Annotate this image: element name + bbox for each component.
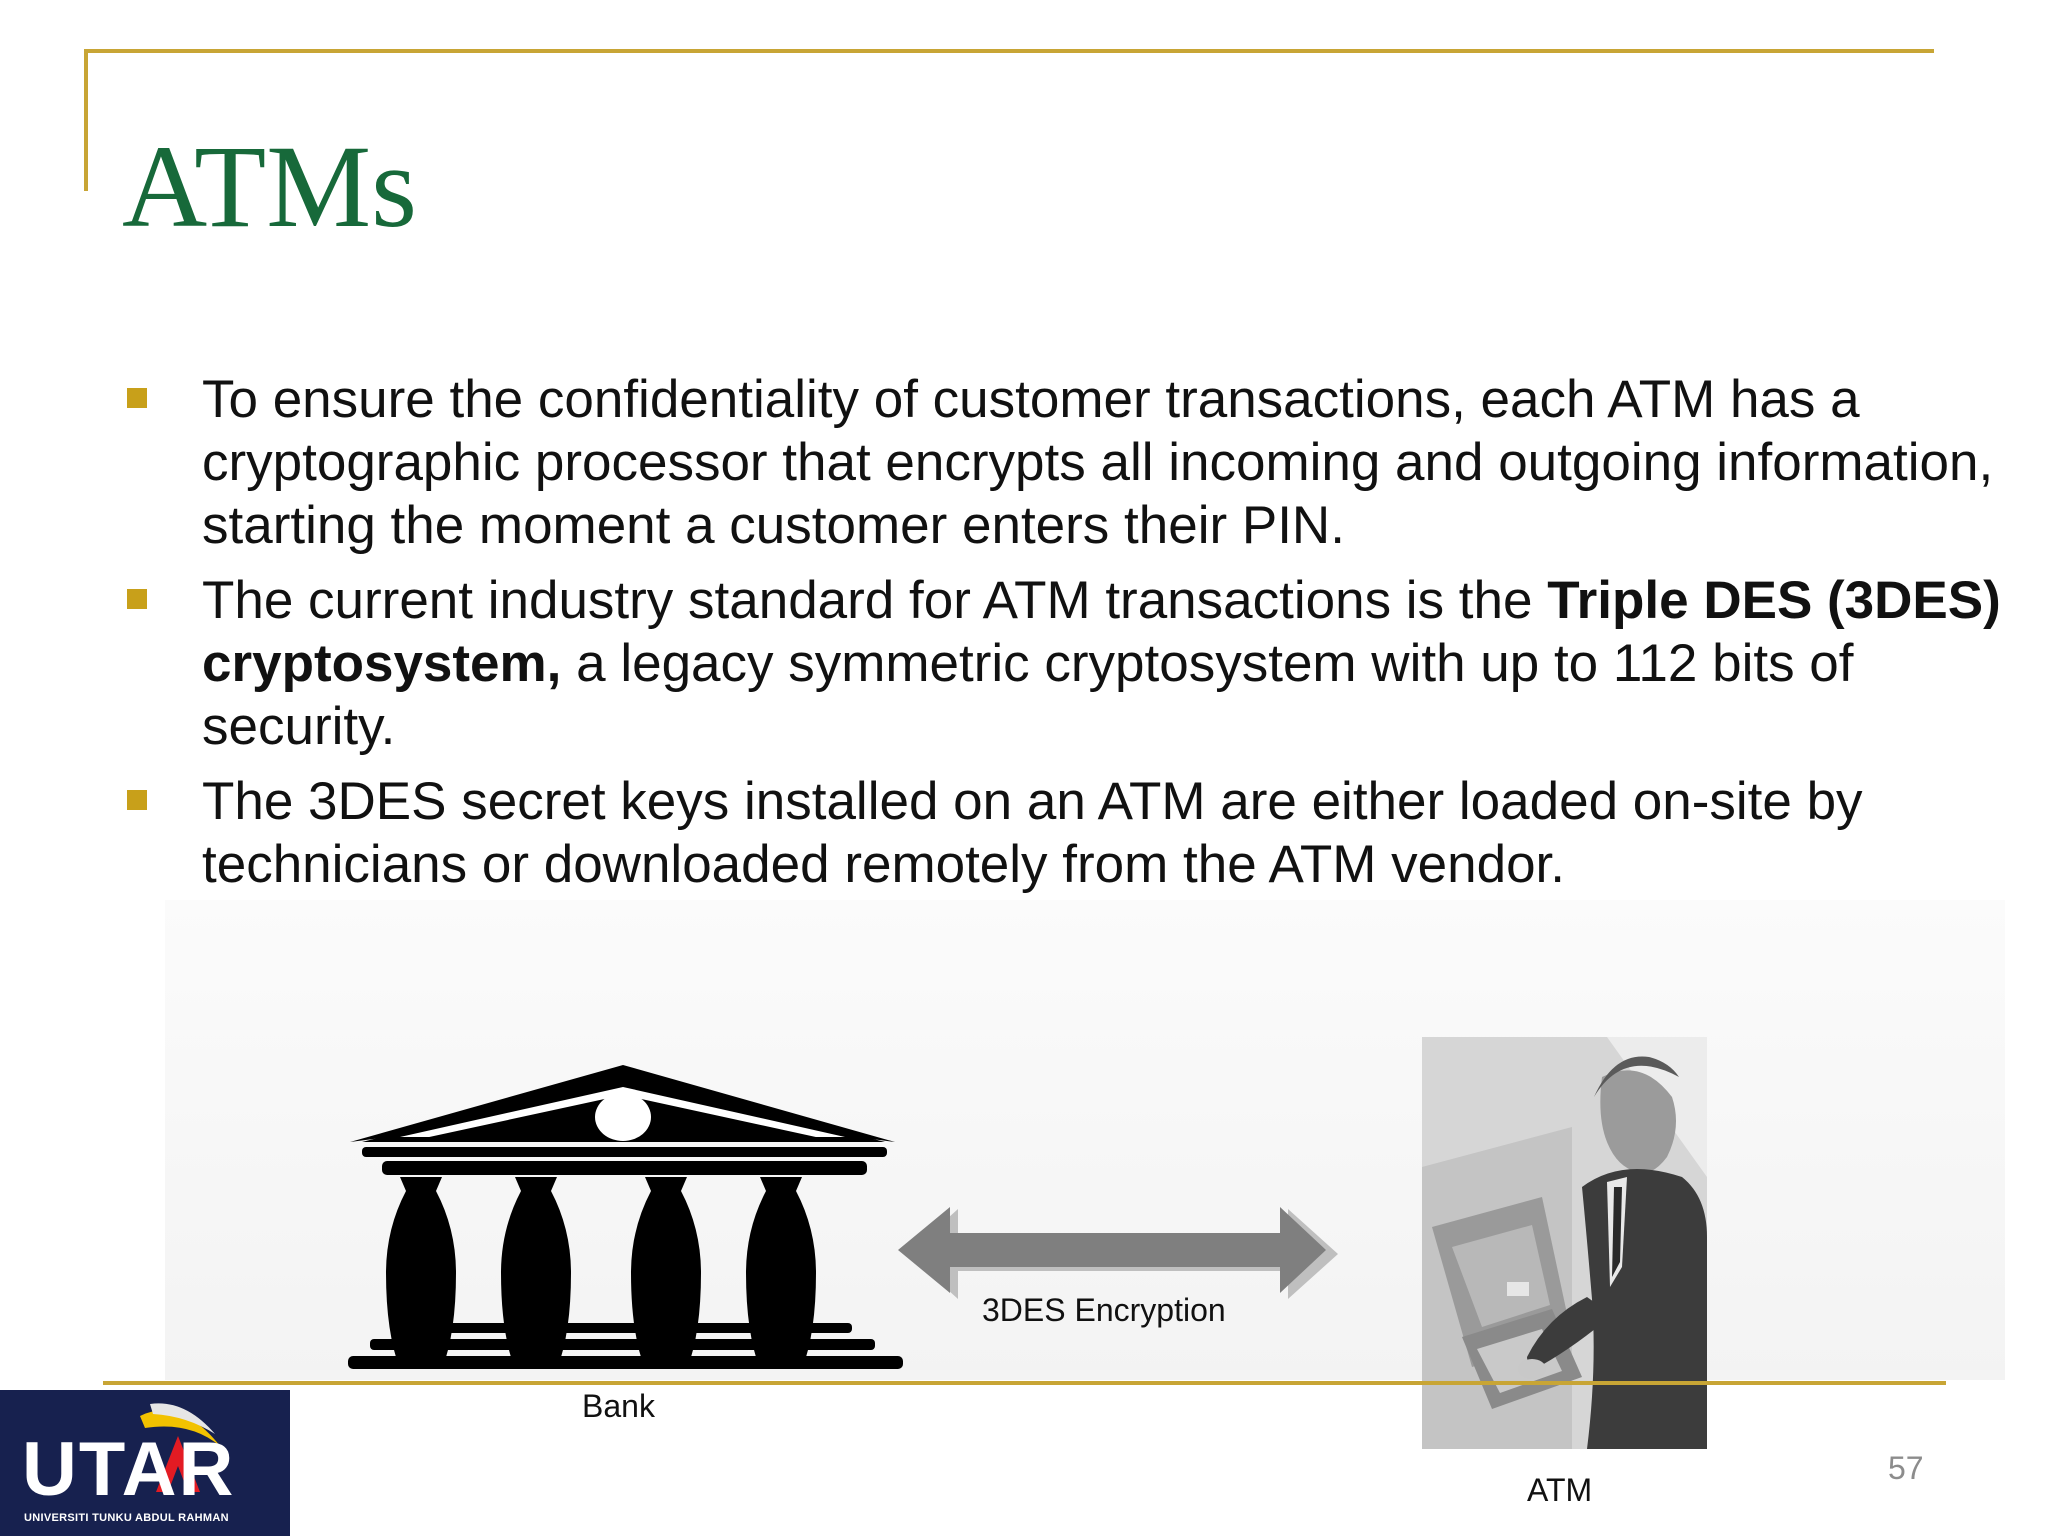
logo-wordmark: UTAR <box>22 1427 236 1512</box>
bullet-text-pre: The current industry standard for ATM tr… <box>202 571 1548 630</box>
bullet-list: To ensure the confidentiality of custome… <box>127 368 2007 908</box>
bullet-text-post: a legacy symmetric cryptosystem with up … <box>202 634 1854 756</box>
square-bullet-icon <box>127 589 147 609</box>
bullet-item: The 3DES secret keys installed on an ATM… <box>127 770 2007 896</box>
logo-swoosh-icon <box>140 1403 220 1492</box>
encryption-label: 3DES Encryption <box>982 1292 1226 1328</box>
bullet-item: To ensure the confidentiality of custome… <box>127 368 2007 557</box>
double-arrow-icon <box>898 1207 1338 1299</box>
university-logo: UTAR UNIVERSITI TUNKU ABDUL RAHMAN <box>0 1390 290 1536</box>
bullet-item: The current industry standard for ATM tr… <box>127 569 2007 758</box>
person-at-atm-illustration <box>1422 1037 1707 1449</box>
bullet-text: To ensure the confidentiality of custome… <box>202 370 1994 555</box>
bullet-text: The 3DES secret keys installed on an ATM… <box>202 772 1863 894</box>
square-bullet-icon <box>127 388 147 408</box>
bullet-text: The current industry standard for ATM tr… <box>202 569 2007 758</box>
bullet-text-bold: Triple DES (3DES) cryptosystem, <box>202 571 2001 693</box>
logo-subtitle: UNIVERSITI TUNKU ABDUL RAHMAN <box>24 1512 229 1524</box>
bottom-frame-line <box>103 1381 1946 1385</box>
slide-title: ATMs <box>122 121 418 252</box>
atm-label: ATM <box>1527 1472 1593 1508</box>
bank-label: Bank <box>582 1388 655 1424</box>
square-bullet-icon <box>127 790 147 810</box>
left-frame-line <box>84 49 88 191</box>
top-frame-line <box>84 49 1934 53</box>
page-number: 57 <box>1888 1450 1924 1486</box>
bank-building-icon <box>348 1065 903 1369</box>
